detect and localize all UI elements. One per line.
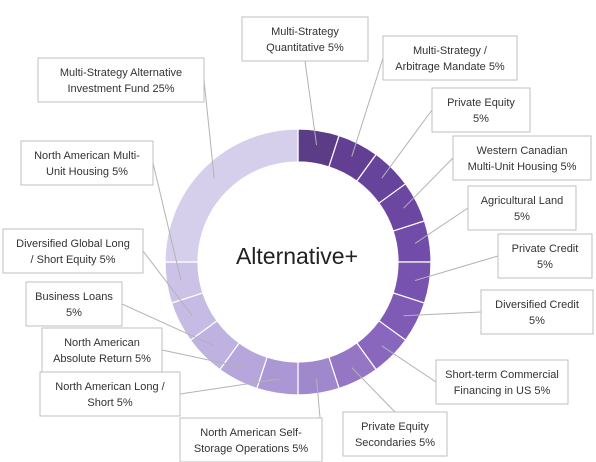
label-north-american-multi-unit-housing: North American Multi- Unit Housing 5% (20, 140, 154, 186)
label-box (25, 281, 123, 327)
leader-short-term-commercial-financing-in-us (381, 345, 437, 383)
label-line: Unit Housing 5% (46, 166, 128, 178)
center-title: Alternative+ (236, 243, 358, 269)
label-line: Absolute Return 5% (53, 353, 151, 365)
label-box (241, 16, 369, 62)
label-line: Western Canadian (477, 145, 568, 157)
label-box (2, 228, 144, 274)
label-line: Multi-Unit Housing 5% (468, 161, 577, 173)
label-line: 5% (473, 113, 489, 125)
label-line: Short 5% (87, 397, 132, 409)
label-line: North American Self- (200, 427, 302, 439)
leader-private-equity (381, 109, 433, 179)
label-line: North American Long / (55, 381, 165, 393)
label-box (37, 57, 205, 103)
label-box (179, 417, 323, 462)
leader-private-credit (414, 255, 499, 282)
label-line: Agricultural Land (481, 195, 564, 207)
label-box (431, 87, 531, 133)
label-line: North American Multi- (34, 150, 140, 162)
label-line: 5% (514, 211, 530, 223)
label-box (467, 185, 577, 231)
label-line: 5% (529, 315, 545, 327)
label-box (480, 289, 594, 335)
leader-diversified-credit (403, 311, 482, 317)
leader-north-american-long-short (179, 378, 280, 395)
label-agricultural-land: Agricultural Land 5% (467, 185, 577, 231)
label-business-loans: Business Loans 5% (25, 281, 123, 327)
label-box (435, 359, 569, 405)
label-line: Private Equity (447, 97, 515, 109)
slice-multi-strategy-alternative-investment-fund (164, 128, 299, 263)
donut-slices (164, 128, 432, 396)
label-line: 5% (537, 259, 553, 271)
leader-multi-strategy-alternative-investment-fund (203, 79, 215, 179)
leader-diversified-global-long-short-equity (142, 250, 193, 317)
label-line: 5% (66, 307, 82, 319)
leader-north-american-absolute-return (161, 349, 245, 369)
leader-western-canadian-multi-unit-housing (403, 157, 454, 209)
label-box (41, 327, 163, 373)
label-line: Business Loans (35, 291, 113, 303)
label-north-american-self-storage-operations: North American Self- Storage Operations 5… (179, 417, 323, 462)
label-box (452, 135, 592, 181)
leader-business-loans (121, 303, 215, 347)
label-private-equity: Private Equity 5% (431, 87, 531, 133)
label-box (39, 371, 181, 417)
leader-private-equity-secondaries (351, 367, 396, 413)
label-line: Financing in US 5% (454, 385, 551, 397)
leader-multi-strategy-quantitative (304, 60, 318, 146)
label-private-credit: Private Credit 5% (497, 233, 593, 279)
label-line: Private Equity (361, 421, 429, 433)
label-box (342, 411, 448, 457)
label-multi-strategy-arbitrage-mandate: Multi-Strategy / Arbitrage Mandate 5% (382, 35, 518, 81)
label-line: Quantitative 5% (266, 42, 344, 54)
label-line: Diversified Global Long (16, 238, 130, 250)
label-line: Diversified Credit (495, 299, 579, 311)
label-line: North American (64, 337, 140, 349)
label-line: Secondaries 5% (355, 437, 435, 449)
label-box (20, 140, 154, 186)
label-north-american-long-short: North American Long / Short 5% (39, 371, 181, 417)
label-line: Short-term Commercial (445, 369, 559, 381)
label-line: Multi-Strategy Alternative (60, 67, 182, 79)
label-line: Investment Fund 25% (67, 83, 174, 95)
label-line: Storage Operations 5% (194, 443, 309, 455)
label-line: Arbitrage Mandate 5% (395, 61, 505, 73)
leader-multi-strategy-arbitrage-mandate (351, 57, 384, 157)
label-diversified-credit: Diversified Credit 5% (480, 289, 594, 335)
leader-north-american-multi-unit-housing (152, 162, 182, 281)
label-diversified-global-long-short-equity: Diversified Global Long / Short Equity 5% (2, 228, 144, 274)
label-line: Multi-Strategy (271, 26, 339, 38)
label-line: Private Credit (512, 243, 579, 255)
label-line: / Short Equity 5% (31, 254, 116, 266)
label-line: Multi-Strategy / (413, 45, 488, 57)
label-box (382, 35, 518, 81)
leader-agricultural-land (414, 207, 469, 244)
label-box (497, 233, 593, 279)
